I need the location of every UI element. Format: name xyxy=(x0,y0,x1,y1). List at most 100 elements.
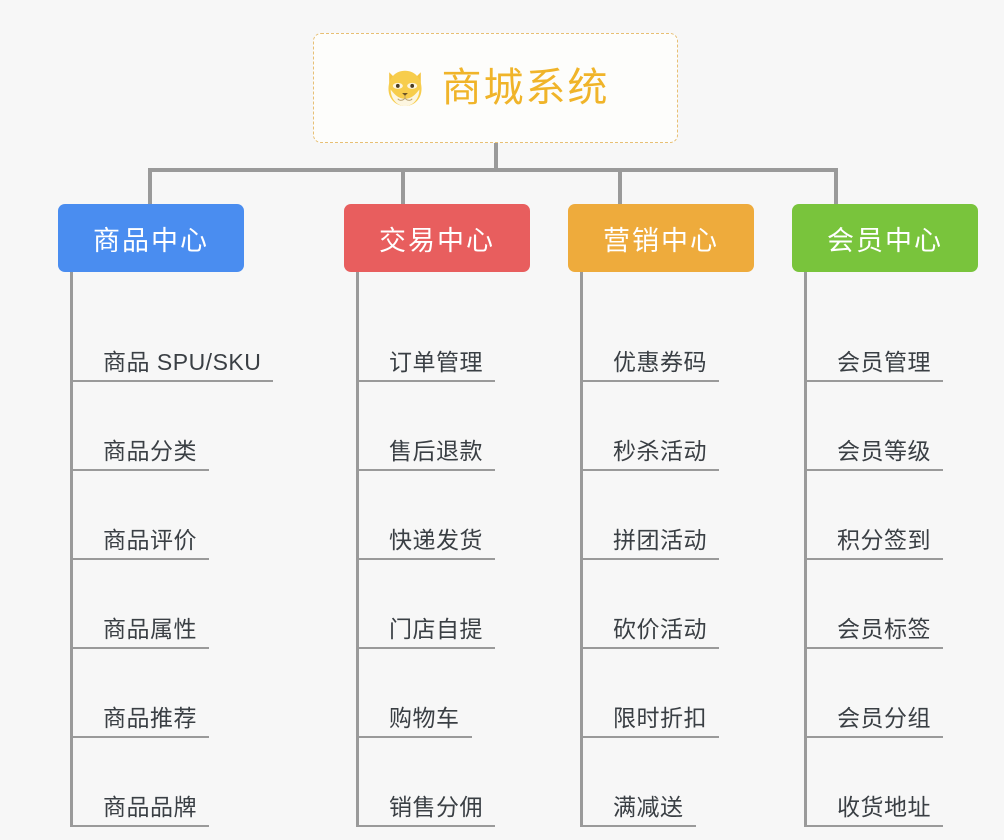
branch-header-3[interactable]: 会员中心 xyxy=(792,204,978,272)
connector-root-stem xyxy=(494,143,498,171)
branch-columns: 商品中心 商品 SPU/SKU 商品分类 商品评价 商品属性 xyxy=(0,204,1004,827)
leaf-label: 满减送 xyxy=(613,793,684,820)
leaf-label: 商品属性 xyxy=(103,615,197,642)
leaf-item[interactable]: 会员管理 xyxy=(792,293,1004,382)
leaf-underline xyxy=(70,380,273,382)
leaf-item[interactable]: 售后退款 xyxy=(344,382,562,471)
leaf-item[interactable]: 优惠券码 xyxy=(568,293,786,382)
leaf-label: 门店自提 xyxy=(389,615,483,642)
leaf-label: 订单管理 xyxy=(389,348,483,375)
leaf-underline xyxy=(356,647,495,649)
branch-rail-0 xyxy=(70,272,73,825)
branch-title-1: 交易中心 xyxy=(379,225,495,256)
branch-header-1[interactable]: 交易中心 xyxy=(344,204,530,272)
leaf-label: 售后退款 xyxy=(389,437,483,464)
branch-title-3: 会员中心 xyxy=(827,225,943,256)
leaf-underline xyxy=(580,647,719,649)
leaf-item[interactable]: 会员标签 xyxy=(792,560,1004,649)
leaf-label: 积分签到 xyxy=(837,526,931,553)
leaf-underline xyxy=(580,825,696,827)
leaf-label: 会员标签 xyxy=(837,615,931,642)
leaf-label: 商品评价 xyxy=(103,526,197,553)
leaf-underline xyxy=(804,558,943,560)
leaf-underline xyxy=(356,825,495,827)
leaf-label: 会员等级 xyxy=(837,437,931,464)
connector-drop-0 xyxy=(148,168,152,204)
leaf-item[interactable]: 会员分组 xyxy=(792,649,1004,738)
leaf-underline xyxy=(804,469,943,471)
leaf-label: 商品推荐 xyxy=(103,704,197,731)
leaf-underline xyxy=(356,380,495,382)
leaf-underline xyxy=(356,736,472,738)
branch-column-3: 会员中心 会员管理 会员等级 积分签到 会员标签 xyxy=(792,204,1004,827)
leaf-label: 砍价活动 xyxy=(613,615,707,642)
connector-drop-2 xyxy=(618,168,622,204)
leaf-underline xyxy=(804,736,943,738)
branch-title-2: 营销中心 xyxy=(603,225,719,256)
leaf-underline xyxy=(70,558,209,560)
leaf-underline xyxy=(356,469,495,471)
shiba-dog-icon xyxy=(387,70,422,106)
leaf-label: 快递发货 xyxy=(389,526,483,553)
leaf-item[interactable]: 商品属性 xyxy=(58,560,306,649)
leaf-underline xyxy=(580,558,719,560)
branch-column-1: 交易中心 订单管理 售后退款 快递发货 门店自提 xyxy=(344,204,562,827)
leaf-item[interactable]: 门店自提 xyxy=(344,560,562,649)
leaf-list-0: 商品 SPU/SKU 商品分类 商品评价 商品属性 商品推荐 xyxy=(58,272,306,827)
leaf-item[interactable]: 满减送 xyxy=(568,738,786,827)
branch-header-2[interactable]: 营销中心 xyxy=(568,204,754,272)
leaf-item[interactable]: 销售分佣 xyxy=(344,738,562,827)
leaf-underline xyxy=(804,825,943,827)
branch-rail-3 xyxy=(804,272,807,825)
leaf-label: 拼团活动 xyxy=(613,526,707,553)
connector-horizontal-bar xyxy=(148,168,838,172)
branch-column-2: 营销中心 优惠券码 秒杀活动 拼团活动 砍价活动 xyxy=(568,204,786,827)
leaf-underline xyxy=(804,380,943,382)
leaf-underline xyxy=(804,647,943,649)
connector-drop-1 xyxy=(401,168,405,204)
leaf-item[interactable]: 会员等级 xyxy=(792,382,1004,471)
leaf-list-3: 会员管理 会员等级 积分签到 会员标签 会员分组 xyxy=(792,272,1004,827)
leaf-underline xyxy=(70,825,209,827)
branch-header-0[interactable]: 商品中心 xyxy=(58,204,244,272)
leaf-underline xyxy=(70,647,209,649)
leaf-list-1: 订单管理 售后退款 快递发货 门店自提 购物车 xyxy=(344,272,562,827)
branch-title-0: 商品中心 xyxy=(93,225,209,256)
leaf-item[interactable]: 砍价活动 xyxy=(568,560,786,649)
leaf-label: 会员管理 xyxy=(837,348,931,375)
leaf-item[interactable]: 购物车 xyxy=(344,649,562,738)
leaf-label: 商品 SPU/SKU xyxy=(103,348,262,375)
leaf-item[interactable]: 订单管理 xyxy=(344,293,562,382)
root-node[interactable]: 商城系统 xyxy=(313,33,678,143)
branch-rail-1 xyxy=(356,272,359,825)
leaf-list-2: 优惠券码 秒杀活动 拼团活动 砍价活动 限时折扣 xyxy=(568,272,786,827)
branch-column-0: 商品中心 商品 SPU/SKU 商品分类 商品评价 商品属性 xyxy=(58,204,306,827)
leaf-item[interactable]: 商品推荐 xyxy=(58,649,306,738)
leaf-underline xyxy=(70,736,209,738)
leaf-item[interactable]: 商品品牌 xyxy=(58,738,306,827)
leaf-label: 优惠券码 xyxy=(613,348,707,375)
leaf-item[interactable]: 商品 SPU/SKU xyxy=(58,293,306,382)
leaf-label: 商品分类 xyxy=(103,437,197,464)
leaf-item[interactable]: 秒杀活动 xyxy=(568,382,786,471)
leaf-underline xyxy=(580,469,719,471)
leaf-item[interactable]: 商品评价 xyxy=(58,471,306,560)
connector-drop-3 xyxy=(834,168,838,204)
leaf-label: 销售分佣 xyxy=(389,793,483,820)
leaf-item[interactable]: 商品分类 xyxy=(58,382,306,471)
leaf-item[interactable]: 收货地址 xyxy=(792,738,1004,827)
leaf-underline xyxy=(580,736,719,738)
leaf-item[interactable]: 积分签到 xyxy=(792,471,1004,560)
root-title: 商城系统 xyxy=(441,66,610,110)
leaf-item[interactable]: 快递发货 xyxy=(344,471,562,560)
leaf-underline xyxy=(70,469,209,471)
leaf-label: 秒杀活动 xyxy=(613,437,707,464)
leaf-underline xyxy=(580,380,719,382)
leaf-item[interactable]: 拼团活动 xyxy=(568,471,786,560)
leaf-label: 购物车 xyxy=(389,704,460,731)
leaf-label: 限时折扣 xyxy=(613,704,707,731)
leaf-item[interactable]: 限时折扣 xyxy=(568,649,786,738)
leaf-label: 收货地址 xyxy=(837,793,931,820)
branch-rail-2 xyxy=(580,272,583,825)
